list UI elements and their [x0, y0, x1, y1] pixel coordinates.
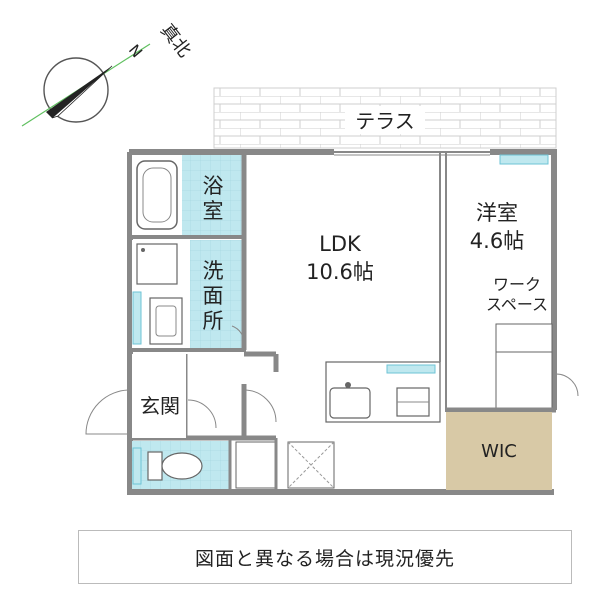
toilet-icon — [161, 452, 203, 480]
ldk-size: 10.6帖 — [306, 260, 374, 284]
washroom: 洗 面 所 — [130, 152, 247, 352]
washroom-label-1: 洗 — [203, 259, 224, 283]
true-north-label: 真北 — [156, 20, 195, 61]
workspace-label-2: スペース — [486, 295, 548, 314]
washroom-label-2: 面 — [203, 284, 224, 308]
workspace-label-1: ワーク — [493, 275, 541, 294]
bathroom: 浴 室 — [132, 155, 246, 239]
window-bedroom — [499, 154, 549, 165]
north-arrow-tail-icon — [51, 65, 113, 119]
ldk: LDK 10.6帖 — [235, 151, 490, 489]
vanity-icon — [149, 297, 183, 345]
workspace-desk — [495, 323, 553, 409]
entrance-door-swing — [85, 389, 131, 435]
toilet-room — [132, 440, 232, 490]
fridge-space — [235, 441, 277, 489]
disclaimer-text: 図面と異なる場合は現況優先 — [194, 547, 455, 570]
entrance-label: 玄関 — [140, 394, 180, 418]
sink-icon — [329, 387, 371, 419]
balcony-door-swing — [555, 373, 579, 397]
western-room-size: 4.6帖 — [470, 229, 524, 253]
north-arrow-icon — [46, 66, 112, 118]
compass-circle — [43, 57, 109, 123]
window-toilet — [132, 447, 142, 485]
washroom-label-3: 所 — [203, 309, 224, 333]
wic-label: WIC — [481, 441, 517, 462]
wic-area — [446, 412, 552, 490]
terrace-label: テラス — [355, 109, 415, 133]
window-kitchen — [386, 364, 436, 374]
bathroom-label-2: 室 — [203, 199, 224, 223]
terrace: テラス — [213, 87, 557, 149]
ldk-name: LDK — [319, 232, 362, 256]
disclaimer-box: 図面と異なる場合は現況優先 — [78, 530, 572, 584]
window-washroom — [132, 291, 142, 345]
bathtub-icon — [136, 160, 178, 230]
closet-door-swing — [243, 389, 277, 423]
western-room-name: 洋室 — [476, 201, 518, 225]
compass: 真北 N — [21, 20, 195, 127]
exterior-walls — [127, 149, 557, 495]
western-room: 洋室 4.6帖 ワーク スペース — [446, 154, 579, 413]
bathroom-label-1: 浴 — [203, 174, 224, 198]
walk-in-closet: WIC — [446, 412, 552, 490]
entrance: 玄関 — [85, 354, 277, 438]
